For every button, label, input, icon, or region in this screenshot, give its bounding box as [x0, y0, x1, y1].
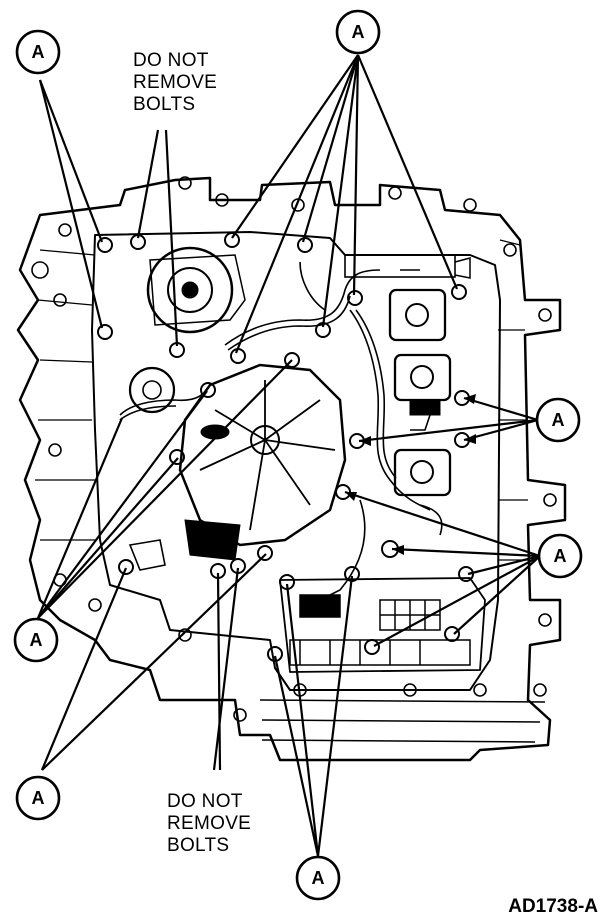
leader-line [358, 418, 539, 443]
warning-line: REMOVE [167, 813, 252, 834]
warning-line: BOLTS [167, 835, 230, 856]
callout-top-left: A [15, 29, 61, 75]
leader-line [40, 567, 128, 771]
leader-line [373, 555, 541, 647]
callout-right-upper: A [535, 397, 581, 443]
leader-line [136, 129, 160, 239]
case-studs [31, 176, 557, 722]
leader-line [37, 457, 179, 619]
callout-label: A [312, 868, 325, 888]
leader-lines [36, 54, 541, 857]
leader-line [37, 390, 208, 619]
callout-bottom: A [295, 855, 341, 901]
arrowheads [345, 394, 476, 555]
removable-bolts [97, 232, 474, 662]
solenoid-pack [344, 254, 471, 497]
warning-label-bottom: DO NOT REMOVE BOLTS [167, 791, 251, 857]
leader-line [391, 547, 541, 558]
leader-line [212, 567, 240, 771]
lower-valve-detail [289, 594, 471, 666]
leader-line [344, 490, 541, 558]
leader-line [41, 553, 267, 771]
figure-id: AD1738-A [508, 896, 598, 917]
leader-line [38, 79, 104, 329]
leader-line [37, 359, 293, 619]
leader-line [231, 54, 359, 239]
servo-cover [128, 246, 246, 414]
callout-left-middle: A [13, 617, 59, 663]
warning-line: DO NOT [133, 50, 209, 71]
leader-line [316, 575, 354, 857]
leader-line [164, 129, 179, 347]
warning-label-top: DO NOT REMOVE BOLTS [133, 50, 217, 116]
callout-label: A [32, 42, 45, 62]
callout-label: A [552, 410, 565, 430]
leader-line [216, 572, 222, 771]
leader-line [36, 417, 124, 619]
wiring-harness [119, 261, 443, 601]
leader-line [301, 54, 360, 243]
center-manifold [128, 363, 347, 571]
leader-line [285, 583, 320, 857]
leader-line [463, 396, 539, 422]
callout-label: A [554, 546, 567, 566]
warning-line: REMOVE [133, 72, 218, 93]
leader-line [234, 54, 360, 354]
leader-line [38, 79, 104, 243]
leader-line [321, 54, 360, 328]
callout-label: A [352, 22, 365, 42]
callout-top-center: A [335, 9, 381, 55]
callout-label: A [32, 788, 45, 808]
callout-right-lower: A [537, 533, 583, 579]
warning-line: DO NOT [167, 791, 243, 812]
leader-line [352, 54, 360, 296]
leader-line [273, 655, 320, 857]
callout-label: A [30, 630, 43, 650]
leader-line [467, 554, 541, 576]
warning-line: BOLTS [133, 94, 196, 115]
callout-lower-left: A [15, 775, 61, 821]
leader-line [356, 54, 459, 290]
leader-line [463, 418, 539, 442]
leader-line [453, 555, 541, 635]
